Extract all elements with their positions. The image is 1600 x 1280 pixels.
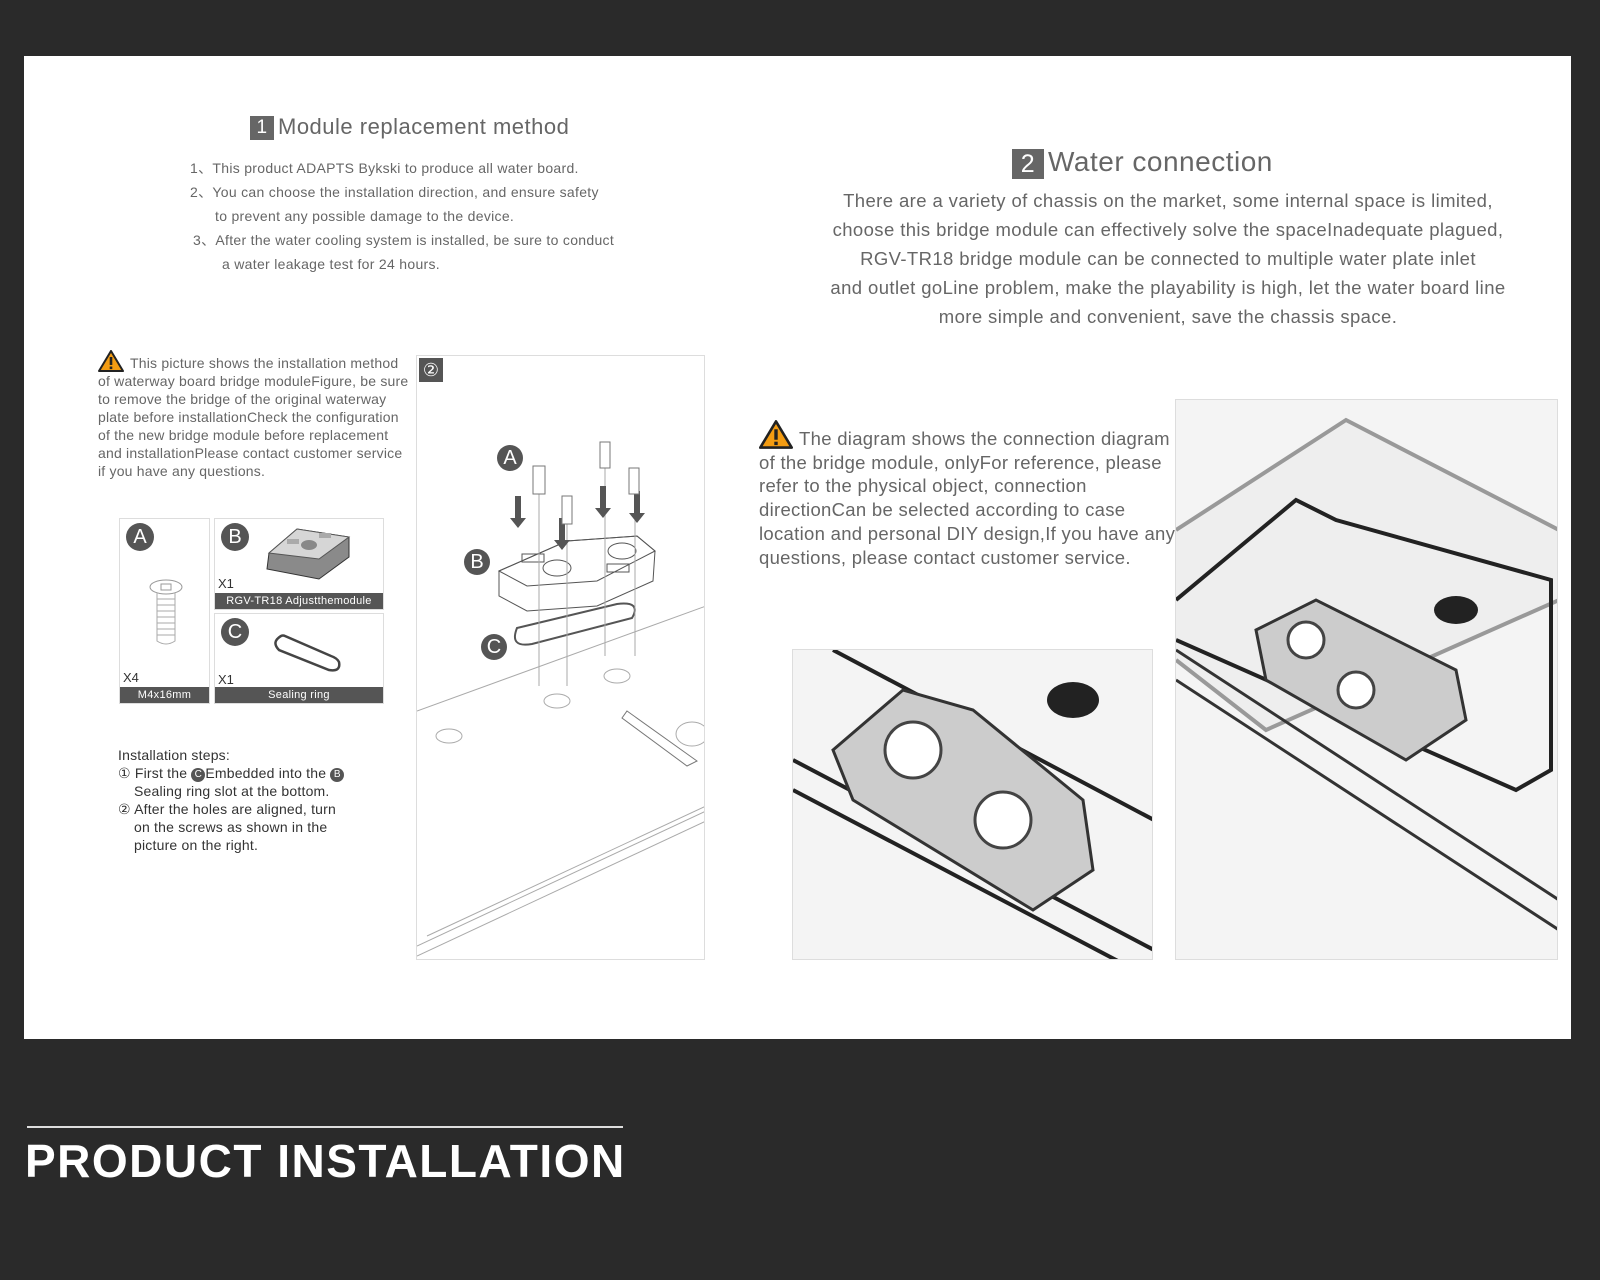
section2-paragraph: There are a variety of chassis on the ma… [790, 186, 1546, 331]
step-text: on the screws as shown in the [134, 819, 328, 835]
exploded-view-illustration [417, 441, 704, 957]
part-a-card: A X4 M4x16mm [119, 518, 210, 704]
section2-title: Water connection [1048, 146, 1273, 177]
part-letter-badge: B [221, 523, 249, 551]
footer-divider [27, 1126, 623, 1128]
section-number-badge: 1 [250, 116, 274, 141]
figure-number-badge: ② [419, 358, 443, 382]
section-number-badge: 2 [1012, 148, 1044, 179]
list-item: a water leakage test for 24 hours. [222, 256, 440, 272]
label-c-badge: C [481, 634, 507, 660]
section1-list: 1、This product ADAPTS Bykski to produce … [190, 156, 614, 276]
warning-icon [759, 420, 793, 449]
section1-title: Module replacement method [278, 114, 570, 139]
installed-module-illustration [1176, 400, 1557, 959]
part-label: M4x16mm [120, 687, 209, 703]
part-b-badge: B [330, 768, 345, 782]
list-item: 1、This product ADAPTS Bykski to produce … [190, 160, 579, 176]
step-text: ① First the [118, 765, 188, 781]
part-c-card: C X1 Sealing ring [214, 613, 384, 704]
part-quantity: X4 [123, 670, 139, 685]
exploded-diagram: ② A B C [416, 355, 705, 960]
step-text: Sealing ring slot at the bottom. [134, 783, 330, 799]
paragraph-line: choose this bridge module can effectivel… [832, 219, 1504, 240]
paragraph-line: and outlet goLine problem, make the play… [830, 277, 1506, 298]
warning-note-1: This picture shows the installation meth… [98, 350, 413, 480]
warning-text: The diagram shows the connection diagram… [759, 428, 1176, 568]
part-b-card: B X1 RGV-TR18 Adjustthemodule [214, 518, 384, 610]
paragraph-line: RGV-TR18 bridge module can be connected … [860, 248, 1476, 269]
sealing-ring-image [274, 634, 341, 672]
list-item: to prevent any possible damage to the de… [215, 208, 515, 224]
module-closeup-illustration [793, 650, 1152, 959]
part-label: RGV-TR18 Adjustthemodule [215, 593, 383, 609]
step-2: ② After the holes are aligned, turn [118, 801, 337, 817]
part-letter-badge: C [221, 618, 249, 646]
screw-icon [149, 579, 183, 645]
paragraph-line: There are a variety of chassis on the ma… [843, 190, 1493, 211]
label-a-badge: A [497, 445, 523, 471]
part-letter-badge: A [126, 523, 154, 551]
part-c-badge: C [191, 768, 206, 782]
step-text: picture on the right. [134, 837, 259, 853]
step-text: Embedded into the [205, 765, 327, 781]
paragraph-line: more simple and convenient, save the cha… [938, 306, 1398, 327]
part-quantity: X1 [218, 672, 234, 687]
footer-title: PRODUCT INSTALLATION [25, 1135, 626, 1187]
installed-module-photo [1175, 399, 1558, 960]
module-closeup-photo [792, 649, 1153, 960]
warning-note-2: The diagram shows the connection diagram… [759, 420, 1179, 569]
label-b-badge: B [464, 549, 490, 575]
bridge-module-image [266, 528, 351, 580]
warning-icon [98, 350, 124, 372]
list-item: 3、After the water cooling system is inst… [193, 232, 615, 248]
list-item: 2、You can choose the installation direct… [190, 184, 599, 200]
part-quantity: X1 [218, 576, 234, 591]
steps-heading: Installation steps: [118, 747, 230, 763]
warning-text: This picture shows the installation meth… [98, 355, 409, 479]
part-label: Sealing ring [215, 687, 383, 703]
